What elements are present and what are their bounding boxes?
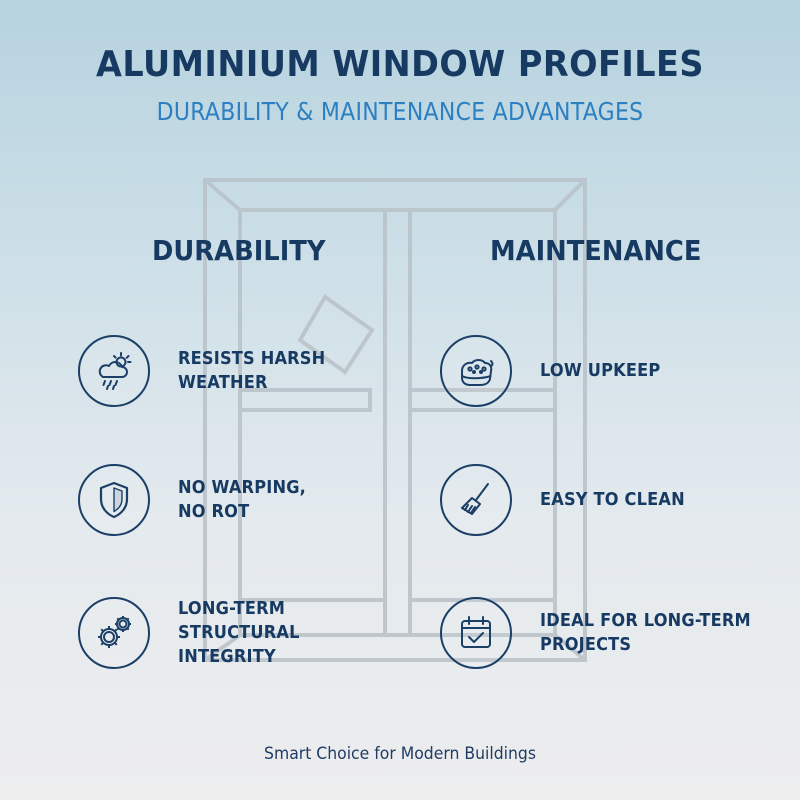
durability-heading: DURABILITY bbox=[152, 234, 326, 267]
durability-item-weather: RESISTS HARSH WEATHER bbox=[78, 335, 342, 407]
weather-icon bbox=[78, 335, 150, 407]
item-label-line: RESISTS HARSH bbox=[178, 348, 326, 369]
item-label-line: STRUCTURAL bbox=[178, 622, 300, 643]
durability-item-no-warping: NO WARPING, NO ROT bbox=[78, 464, 320, 536]
item-label-line: IDEAL FOR LONG-TERM bbox=[540, 610, 751, 631]
shield-icon bbox=[78, 464, 150, 536]
item-label-line: WEATHER bbox=[178, 372, 268, 393]
maintenance-item-low-upkeep: LOW UPKEEP bbox=[440, 335, 674, 407]
gears-icon bbox=[78, 597, 150, 669]
item-label-line: PROJECTS bbox=[540, 634, 632, 655]
footer-tagline: Smart Choice for Modern Buildings bbox=[264, 744, 536, 764]
maintenance-heading: MAINTENANCE bbox=[490, 234, 702, 267]
broom-icon bbox=[440, 464, 512, 536]
durability-item-structural: LONG-TERM STRUCTURAL INTEGRITY bbox=[78, 597, 313, 669]
item-label-line: EASY TO CLEAN bbox=[540, 489, 685, 510]
item-label-line: LOW UPKEEP bbox=[540, 360, 661, 381]
page-title: ALUMINIUM WINDOW PROFILES bbox=[96, 44, 704, 85]
item-label-line: NO WARPING, bbox=[178, 477, 307, 498]
page-subtitle: DURABILITY & MAINTENANCE ADVANTAGES bbox=[156, 97, 644, 126]
item-label-line: NO ROT bbox=[178, 501, 250, 522]
maintenance-item-long-term: IDEAL FOR LONG-TERM PROJECTS bbox=[440, 597, 774, 669]
maintenance-item-easy-clean: EASY TO CLEAN bbox=[440, 464, 701, 536]
sponge-icon bbox=[440, 335, 512, 407]
calendar-check-icon bbox=[440, 597, 512, 669]
item-label-line: LONG-TERM bbox=[178, 598, 286, 619]
item-label-line: INTEGRITY bbox=[178, 646, 276, 667]
